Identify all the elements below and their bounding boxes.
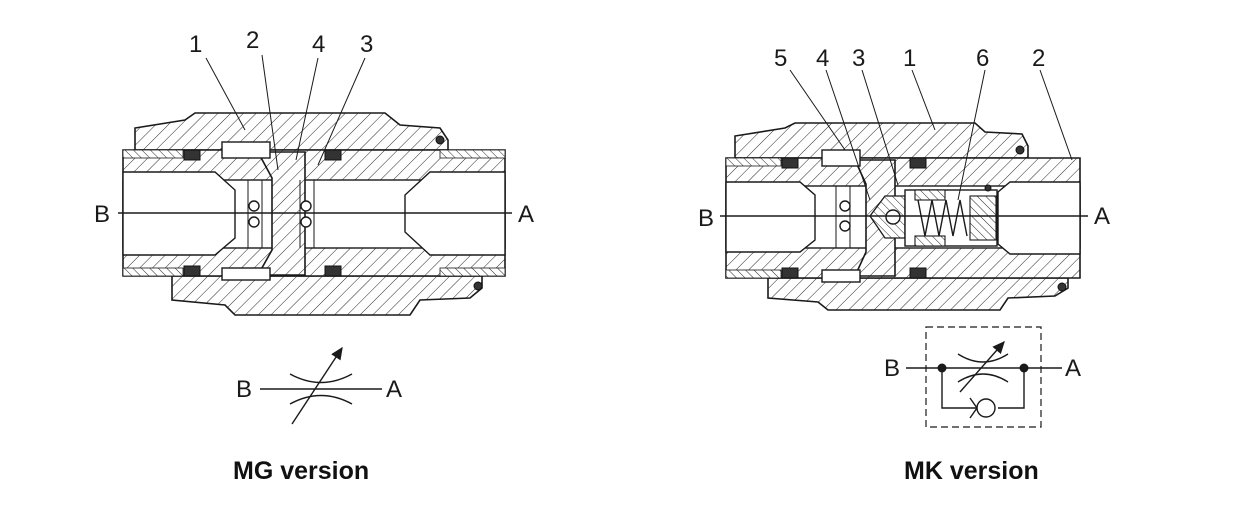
mg-symbol-b-label: B [236,376,252,403]
mg-callout-2: 2 [246,27,259,54]
mg-nut-top [134,112,449,151]
mk-symbol-frame [925,326,1042,428]
mk-callout-6: 6 [976,45,989,72]
mk-callout-4: 4 [816,45,829,72]
mk-check-ball-symbol [976,398,996,418]
mg-nut-bottom [171,275,483,316]
mk-caption: MK version [904,457,1039,485]
mk-throttle-check-symbol: B A [884,326,1081,428]
mg-throttle-symbol: B A [236,346,402,425]
mk-port-b-cavity [725,181,816,253]
mk-callout-5: 5 [774,45,787,72]
mg-port-b-label: B [94,201,110,228]
mg-callout-4: 4 [312,31,325,58]
mg-caption: MG version [233,457,369,485]
mk-callout-1: 1 [903,45,916,72]
mk-symbol-b-label: B [884,355,900,382]
mg-section: 1 2 4 3 B A B A MG version [94,27,534,485]
mk-callout-2: 2 [1032,45,1045,72]
mg-callout-3: 3 [360,31,373,58]
mk-spring [917,199,968,237]
mk-symbol-a-label: A [1065,355,1081,382]
mk-port-b-label: B [698,205,714,232]
mk-nut-bottom [767,277,1069,311]
mg-callout-1: 1 [189,31,202,58]
mk-port-a-cavity [997,181,1081,255]
mk-section: 5 4 3 1 6 2 B A B A MK version [698,45,1110,485]
mg-port-a-label: A [518,201,534,228]
mk-port-a-label: A [1094,203,1110,230]
mg-symbol-a-label: A [386,376,402,403]
mg-seal [183,149,201,161]
mk-nut-top [734,122,1029,159]
mk-callout-3: 3 [852,45,865,72]
